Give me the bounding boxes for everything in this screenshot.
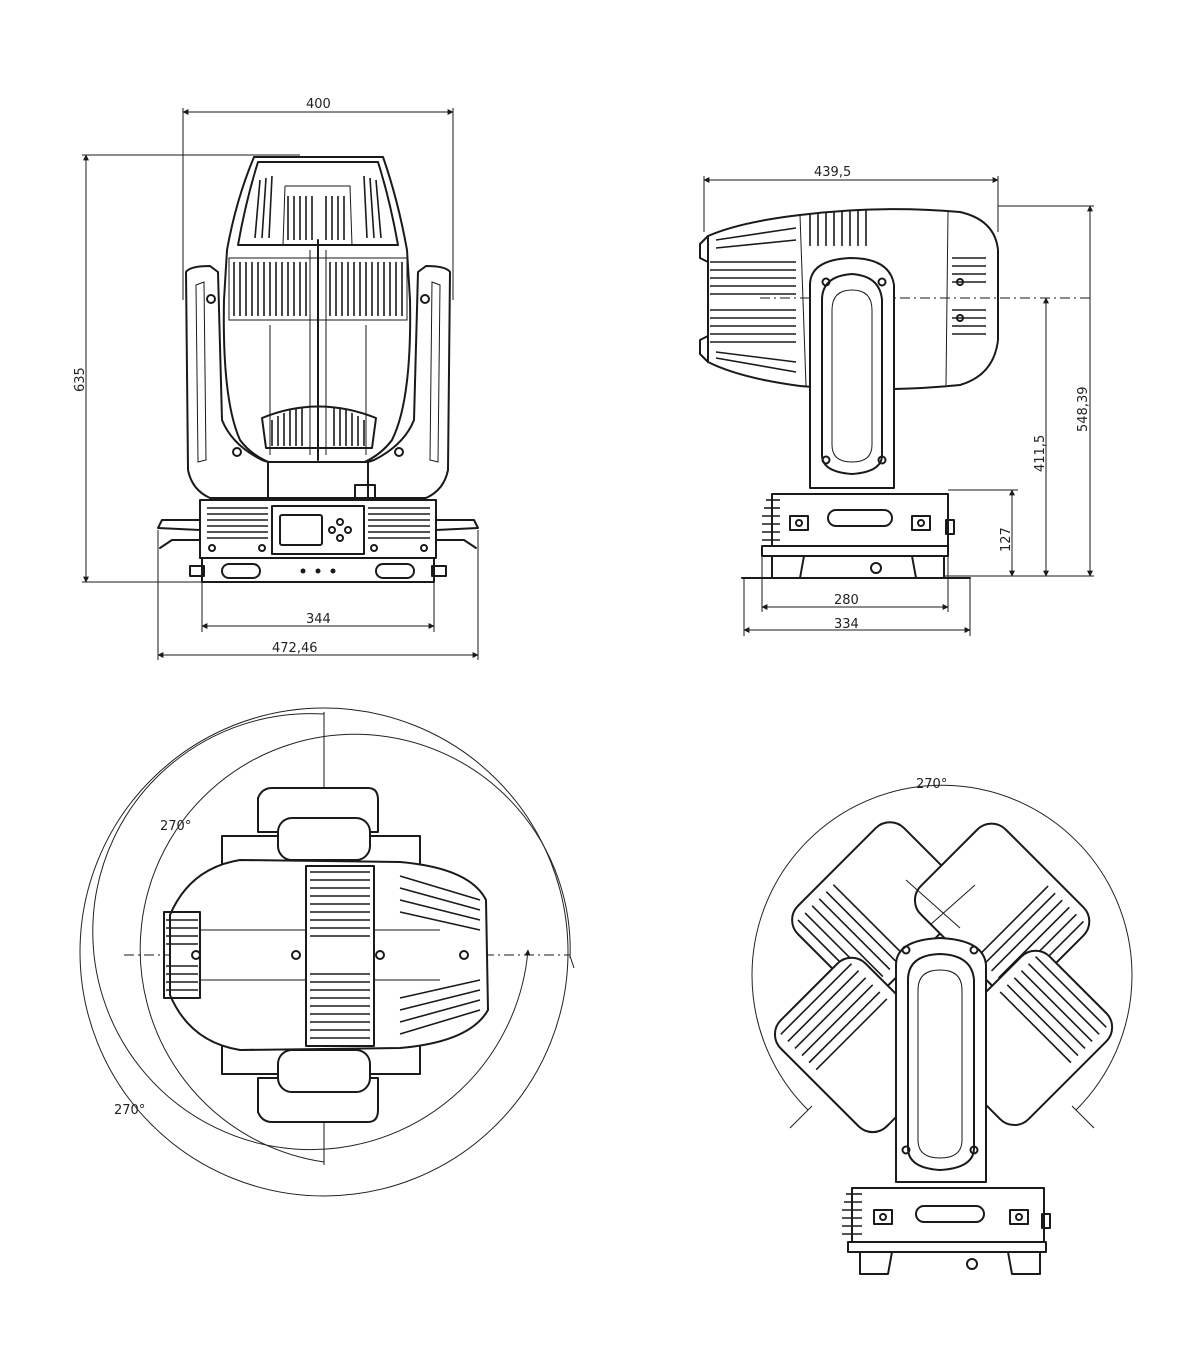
dim-handle-width: 472,46 [272, 641, 318, 656]
dim-overall-width: 400 [306, 97, 331, 112]
dim-yoke-height: 411,5 [1033, 435, 1048, 472]
tilt-view: 270° [751, 777, 1133, 1275]
dim-base-depth: 280 [834, 593, 859, 608]
dim-head-depth: 439,5 [814, 165, 851, 180]
dim-base-height: 127 [999, 527, 1014, 552]
top-view: 270° 270° [79, 707, 575, 1197]
dim-base-width: 344 [306, 612, 331, 627]
dim-tilt-axis-height: 548,39 [1076, 387, 1091, 433]
tilt-angle: 270° [916, 777, 947, 792]
dim-overall-height: 635 [73, 367, 88, 392]
front-view: 400 635 [73, 97, 479, 660]
pan-angle-upper: 270° [160, 819, 191, 834]
pan-angle-lower: 270° [114, 1103, 145, 1118]
dim-foot-depth: 334 [834, 617, 859, 632]
side-view: 439,5 [699, 165, 1094, 636]
